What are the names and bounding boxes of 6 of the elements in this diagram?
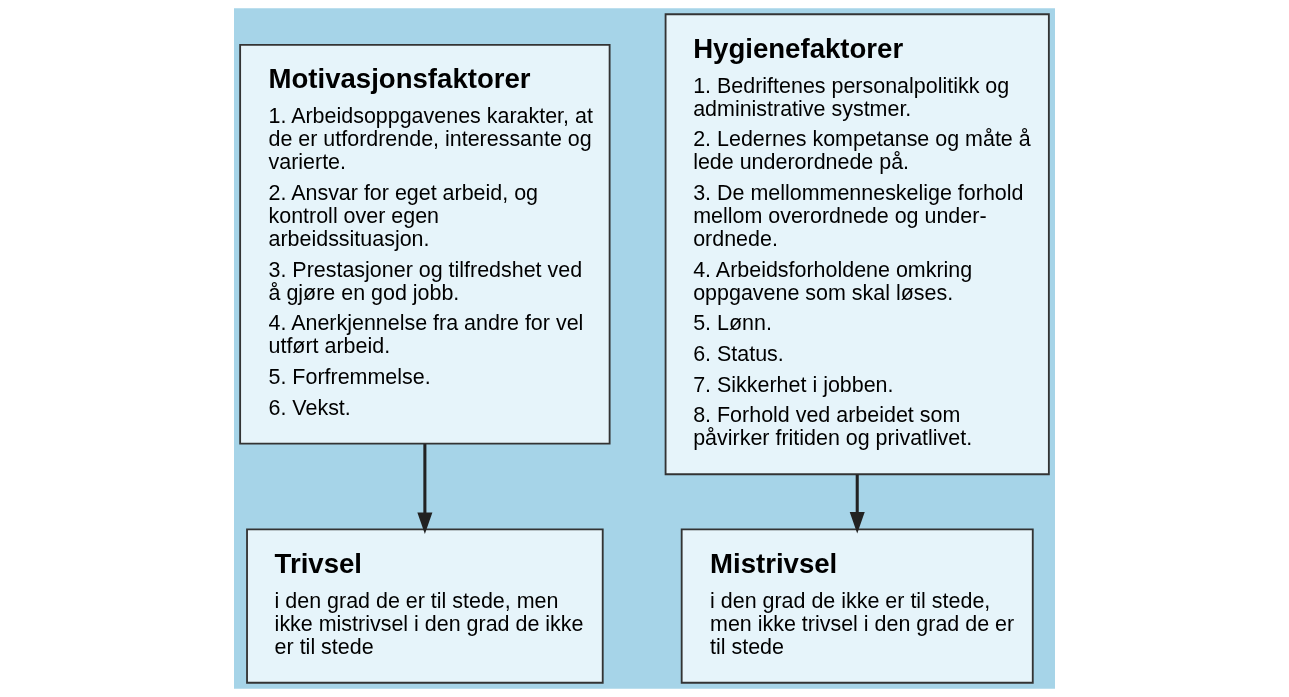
arrow <box>849 474 865 534</box>
node-box: Motivasjonsfaktorer 1. Arbeidsoppgavenes karakter, at de er utfordrende, interessante og varierte. 2. Ansvar for eget arbeid, og kontroll over egen arbeidssituasjon. 3. Prestasjoner og tilfredshet ved å gjøre en god jobb. 4. Anerkjennelse fra andre for vel utført arbeid. 5. Forfremmelse. 6. Vekst. <box>239 44 611 445</box>
arrow <box>417 444 433 534</box>
node-box: Mistrivsel i den grad de ikke er til stede, men ikke trivsel i den grad de er til stede <box>680 528 1034 684</box>
node-box: Trivsel i den grad de er til stede, men ikke mistrivsel i den grad de ikke er til stede <box>246 528 604 684</box>
node-box: Hygienefaktorer 1. Bedriftenes personalpolitikk og administrative systmer. 2. Ledernes kompetanse og måte å lede underordnede på. 3. De mellommenneskelige forhold mellom overordnede og under-ordnede. 4. Arbeidsforholdene omkring oppgavene som skal løses. 5. Lønn. 6. Status. 7. Sikkerhet i jobben. 8. Forhold ved arbeidet som påvirker fritiden og privatlivet. <box>664 13 1050 476</box>
